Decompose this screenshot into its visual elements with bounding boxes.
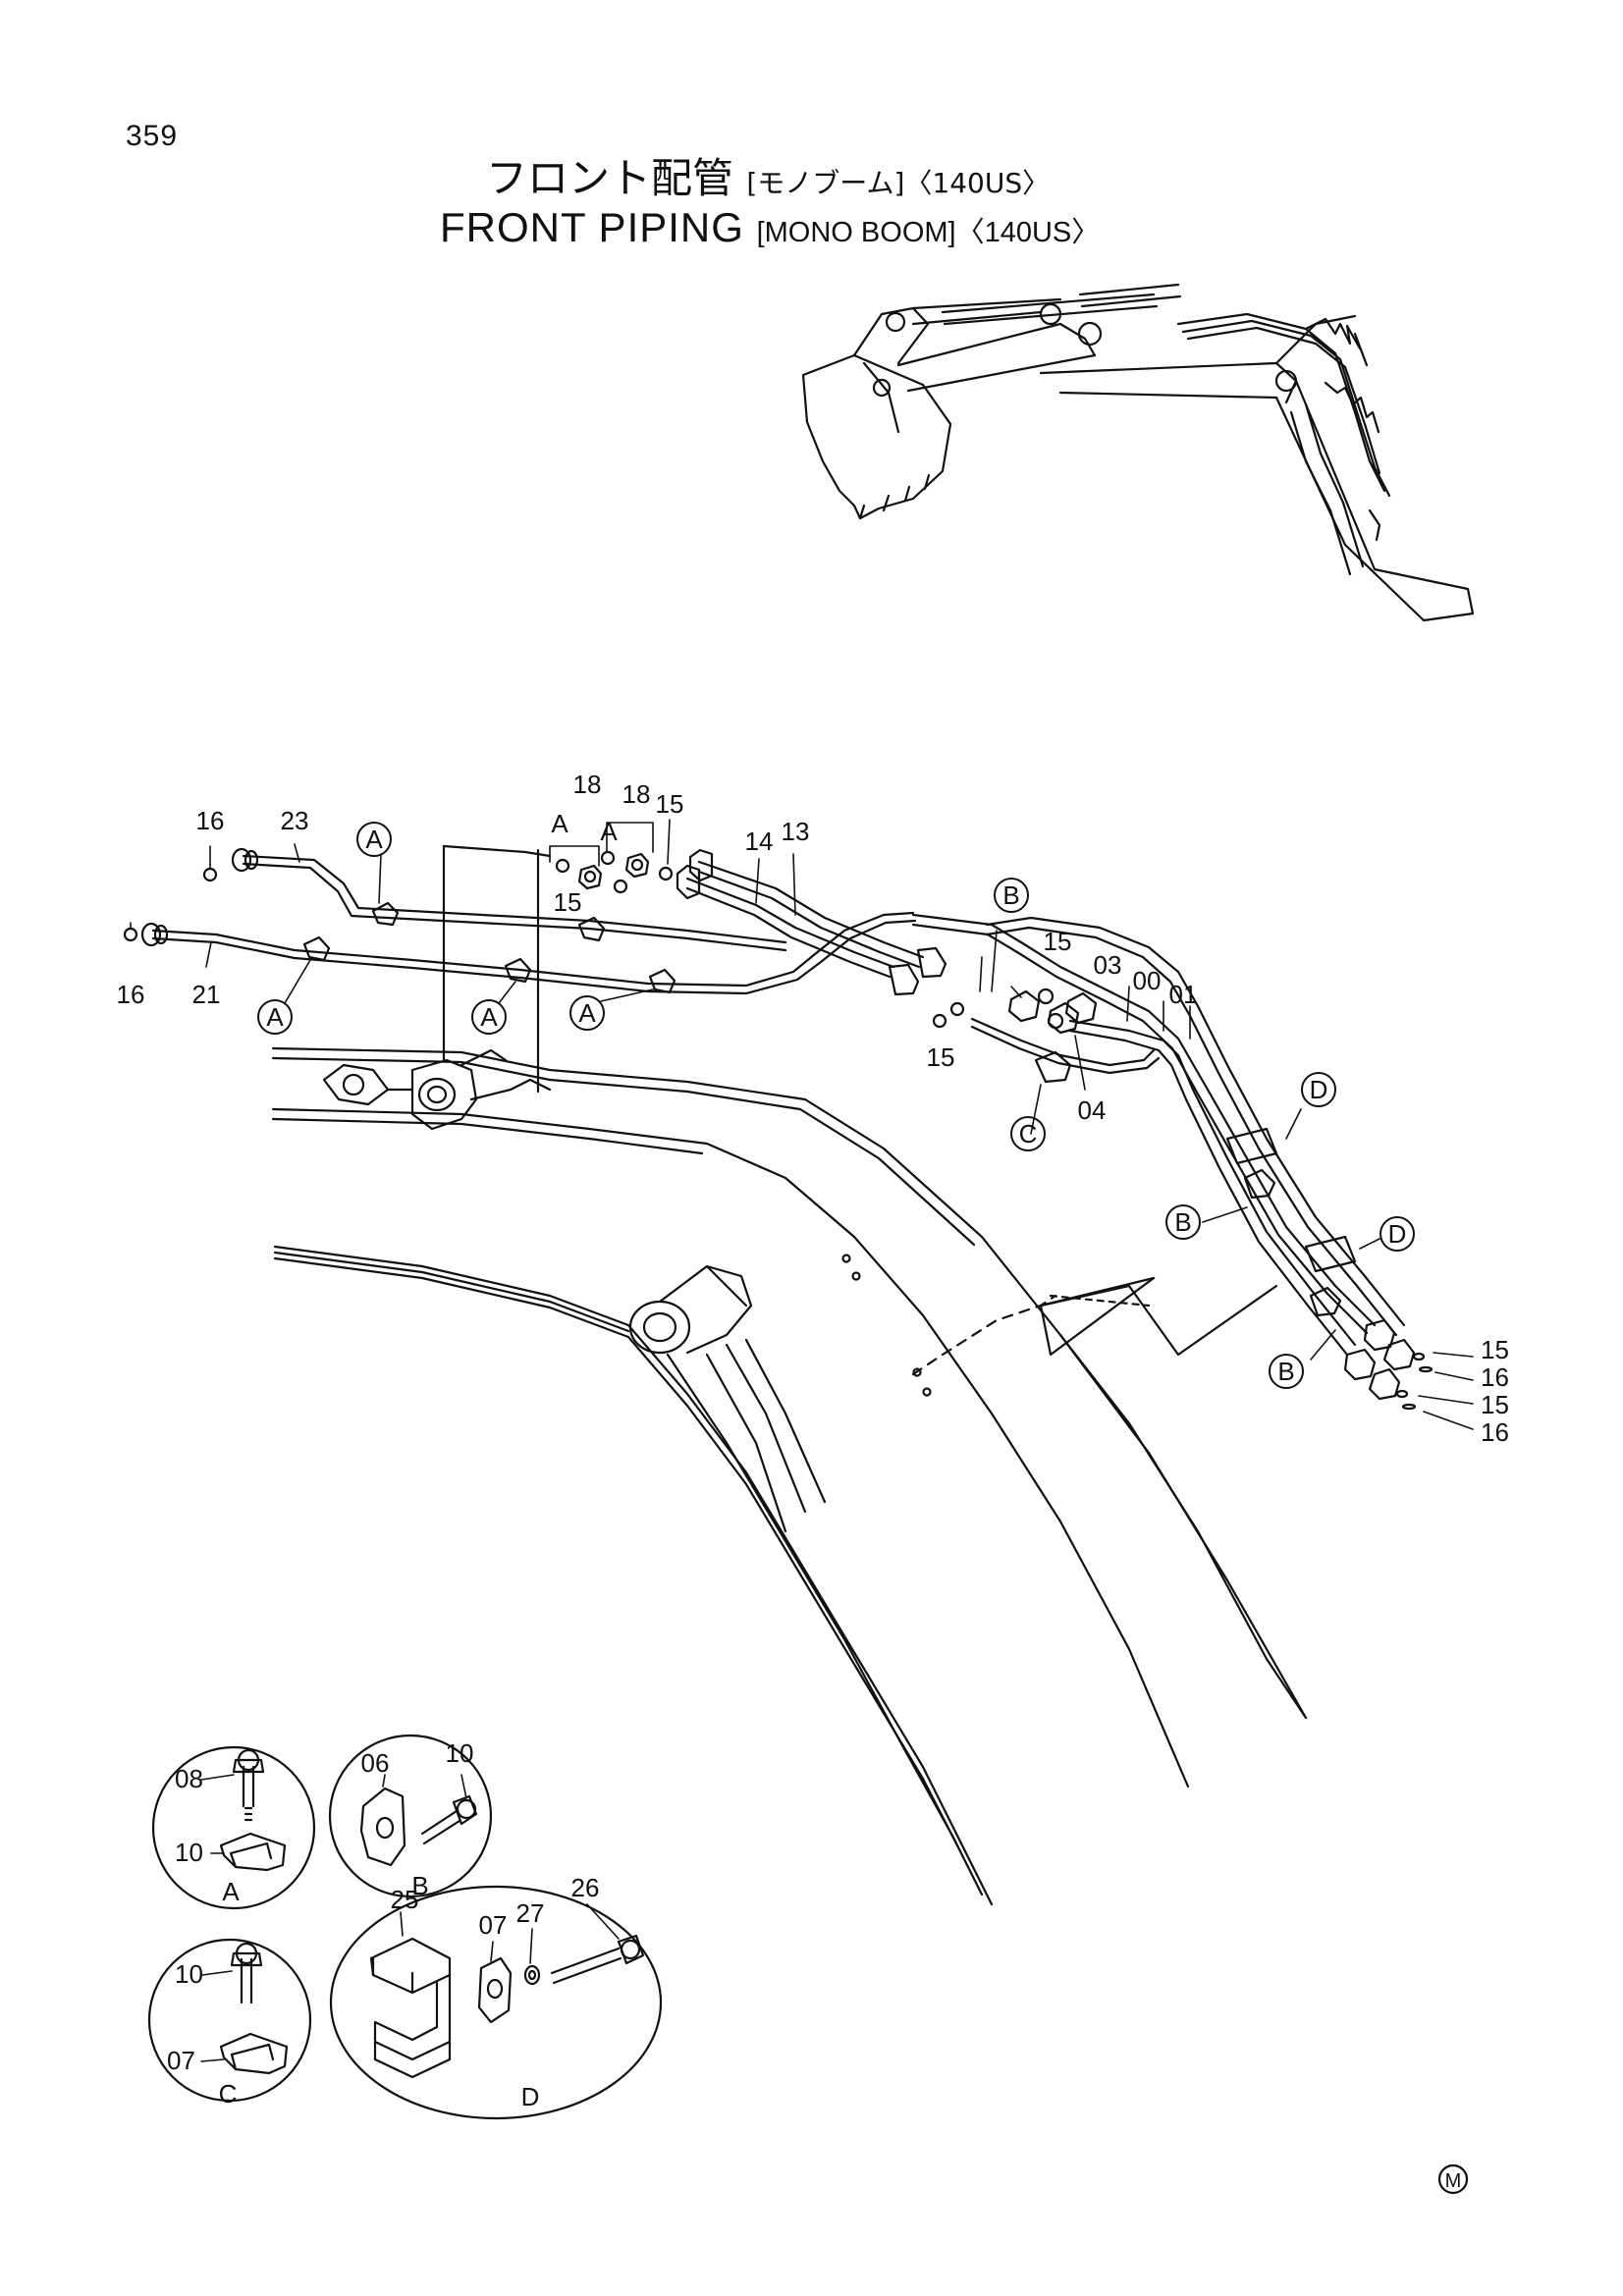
- location-guides: [442, 844, 1278, 1357]
- detail-a-letter: A: [222, 1877, 240, 1906]
- port-letter-a-2: A: [600, 817, 618, 846]
- detail-d-label-26: 26: [571, 1873, 600, 1902]
- title-japanese: フロント配管 [モノブーム]〈140US〉: [486, 145, 1050, 205]
- svg-text:C: C: [1019, 1119, 1038, 1148]
- label-04: 04: [1078, 1095, 1107, 1125]
- detail-b: 06 10 B: [328, 1734, 493, 1900]
- label-15-end-b: 15: [1481, 1390, 1509, 1419]
- label-15-mid: 15: [554, 887, 582, 917]
- label-15-right: 15: [1044, 927, 1072, 956]
- detail-d-label-25: 25: [391, 1885, 419, 1914]
- title-japanese-sub: [モノブーム]〈140US〉: [746, 167, 1051, 199]
- detail-a-label-08: 08: [175, 1764, 203, 1793]
- svg-text:B: B: [1002, 881, 1019, 910]
- callout-c: C: [1010, 1116, 1046, 1151]
- svg-text:A: A: [480, 1002, 498, 1032]
- callout-b-1: B: [994, 878, 1029, 913]
- part-labels: 16 23 16 21 18 18 A A 15 15 14 13 15 03 …: [117, 770, 1509, 1447]
- pipe-assemblies: [123, 847, 1434, 1411]
- svg-text:A: A: [365, 825, 383, 854]
- title-english-main: FRONT PIPING: [440, 204, 744, 250]
- label-23: 23: [281, 806, 309, 835]
- detail-d-letter: D: [521, 2082, 540, 2111]
- excavator-overview: [801, 283, 1475, 622]
- manual-mark: M: [1437, 2163, 1469, 2195]
- callout-a-1: A: [356, 822, 392, 857]
- label-21: 21: [192, 980, 221, 1009]
- label-16-end-a: 16: [1481, 1362, 1509, 1392]
- manual-mark-letter: M: [1445, 2170, 1462, 2192]
- label-15-top: 15: [656, 789, 684, 819]
- label-16-top: 16: [196, 806, 225, 835]
- label-15-end-a: 15: [1481, 1335, 1509, 1364]
- label-16-left: 16: [117, 980, 145, 1009]
- label-01: 01: [1169, 980, 1198, 1009]
- svg-text:A: A: [266, 1002, 284, 1032]
- detail-a: 08 10 A: [151, 1745, 316, 1910]
- detail-d-label-27: 27: [516, 1898, 545, 1928]
- detail-b-letter: B: [411, 1871, 428, 1900]
- callout-d-1: D: [1301, 1072, 1336, 1107]
- callout-b-3: B: [1269, 1354, 1304, 1389]
- callout-d-2: D: [1380, 1216, 1415, 1252]
- title-english: FRONT PIPING [MONO BOOM]〈140US〉: [440, 204, 1100, 251]
- detail-c: 10 07 C: [147, 1938, 312, 2109]
- svg-text:D: D: [1310, 1075, 1328, 1104]
- detail-c-label-10: 10: [175, 1959, 203, 1989]
- label-00: 00: [1133, 966, 1162, 995]
- port-letter-a-1: A: [551, 809, 568, 838]
- callout-b-2: B: [1165, 1204, 1201, 1240]
- detail-a-label-10: 10: [175, 1838, 203, 1867]
- label-15-lower: 15: [927, 1042, 955, 1072]
- detail-d-label-07: 07: [479, 1910, 508, 1940]
- detail-b-label-10: 10: [446, 1738, 474, 1768]
- boom-body: [271, 1046, 1308, 1906]
- detail-b-label-06: 06: [361, 1748, 390, 1778]
- label-13: 13: [782, 817, 810, 846]
- svg-text:A: A: [578, 998, 596, 1028]
- label-03: 03: [1094, 950, 1122, 980]
- callout-a-4: A: [569, 995, 605, 1031]
- page-number: 359: [126, 120, 179, 152]
- title-japanese-main: フロント配管: [486, 154, 734, 202]
- callouts: A A A A B C D B D B: [257, 822, 1415, 1389]
- detail-c-letter: C: [219, 2079, 238, 2109]
- svg-text:B: B: [1277, 1357, 1294, 1386]
- label-14: 14: [745, 827, 774, 856]
- title-english-sub: [MONO BOOM]〈140US〉: [756, 217, 1101, 248]
- callout-a-2: A: [257, 999, 293, 1035]
- label-16-end-b: 16: [1481, 1417, 1509, 1447]
- leader-lines: [130, 819, 1474, 1430]
- detail-c-label-07: 07: [167, 2046, 195, 2075]
- detail-d: 25 07 27 26 D: [329, 1873, 663, 2120]
- svg-text:D: D: [1388, 1219, 1407, 1249]
- callout-a-3: A: [471, 999, 507, 1035]
- svg-text:B: B: [1174, 1207, 1191, 1237]
- label-18-b: 18: [622, 779, 651, 809]
- label-18-a: 18: [573, 770, 602, 799]
